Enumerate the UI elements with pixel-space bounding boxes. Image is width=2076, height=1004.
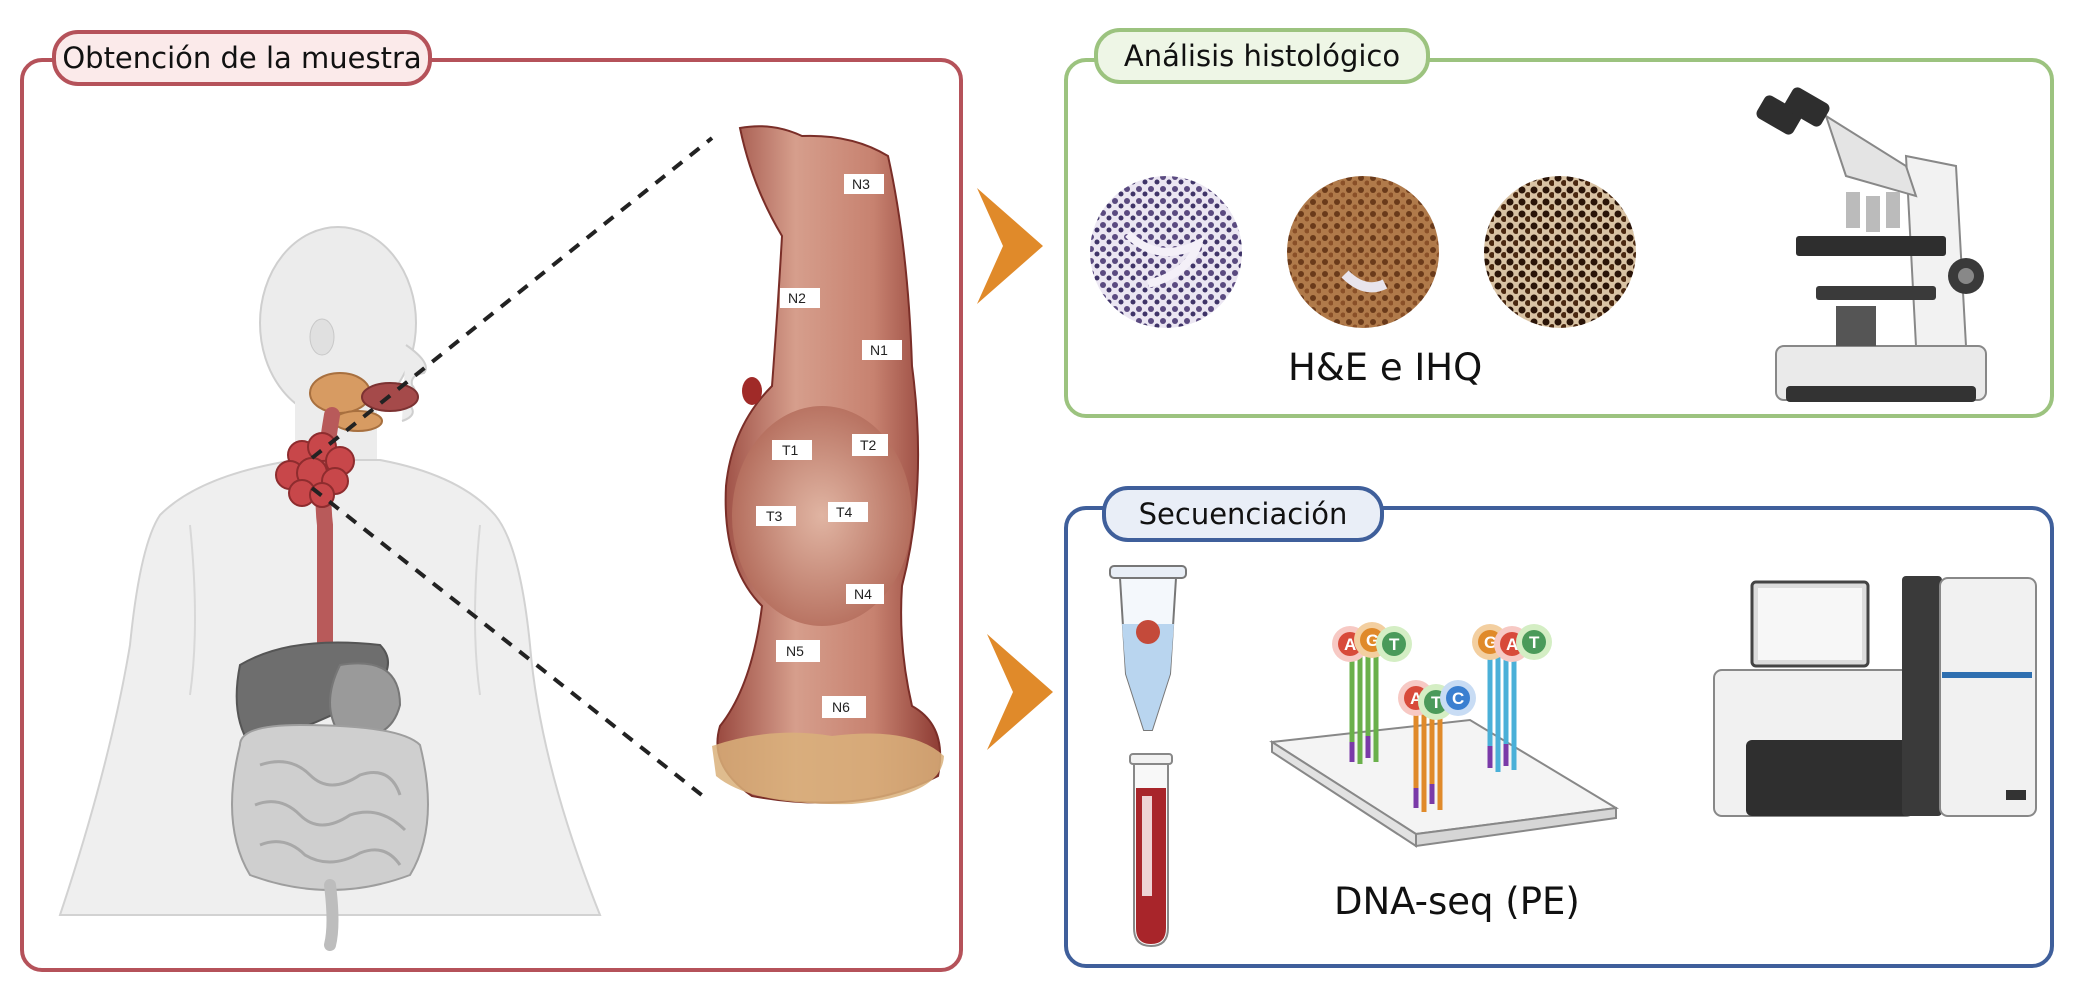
surgical-specimen-photo: N3 N2 N1 T1 T2 T3 T4 N4 N5 N6 <box>712 125 944 805</box>
tissue-core-ihc-1 <box>1287 176 1439 328</box>
human-body-illustration <box>58 226 602 951</box>
specimen-label: T1 <box>782 442 799 458</box>
specimen-label: T4 <box>836 504 853 520</box>
specimen-label: N6 <box>832 699 850 715</box>
specimen-label: N3 <box>852 176 870 192</box>
base-label: T <box>1389 635 1400 654</box>
base-label: A <box>1506 635 1518 654</box>
base-label: T <box>1431 693 1442 712</box>
sequencer-illustration <box>1713 576 2037 817</box>
tissue-core-ihc-2 <box>1484 176 1636 328</box>
tissue-microtube <box>1109 565 1187 731</box>
specimen-label: N2 <box>788 290 806 306</box>
sequencing-caption: DNA-seq (PE) <box>1334 880 1580 923</box>
flow-cell-illustration: A G T A T C G A T <box>1269 622 1619 848</box>
base-label: G <box>1366 631 1379 650</box>
specimen-label: N4 <box>854 586 872 602</box>
specimen-label: N1 <box>870 342 888 358</box>
base-label: C <box>1452 689 1464 708</box>
specimen-sample-labels: N3 N2 N1 T1 T2 T3 T4 N4 N5 N6 <box>756 174 902 718</box>
histology-caption: H&E e IHQ <box>1288 346 1483 389</box>
specimen-label: T2 <box>860 437 877 453</box>
base-label: G <box>1484 633 1497 652</box>
specimen-label: N5 <box>786 643 804 659</box>
base-label: A <box>1344 635 1356 654</box>
arrow-to-sequencing <box>987 634 1053 750</box>
specimen-label: T3 <box>766 508 783 524</box>
arrow-to-histology <box>977 188 1043 304</box>
sequencing-panel-title: Secuenciación <box>1102 486 1384 542</box>
sample-panel-title: Obtención de la muestra <box>52 30 432 86</box>
base-label: T <box>1529 633 1540 652</box>
microscope-illustration <box>1756 87 1987 402</box>
histology-panel-title: Análisis histológico <box>1094 28 1430 84</box>
tissue-core-he <box>1090 176 1242 328</box>
blood-tube <box>1129 753 1173 948</box>
